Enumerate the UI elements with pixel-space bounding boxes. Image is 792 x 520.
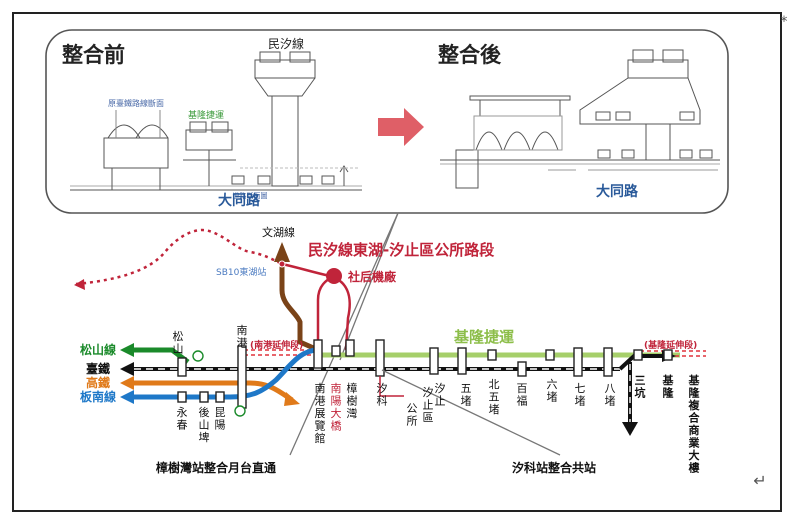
dotted-arrow-head-icon bbox=[74, 279, 85, 290]
station-marker-songshan bbox=[177, 357, 187, 377]
corner-asterisk: * bbox=[781, 14, 788, 30]
station-marker-xizhi bbox=[429, 347, 439, 375]
station-marker-zhangshuwan bbox=[345, 339, 355, 357]
station-marker-yongchun bbox=[177, 391, 187, 403]
station-label-bottom: 六堵 bbox=[547, 378, 558, 404]
station-label-bottom: 樟樹灣 bbox=[347, 381, 358, 420]
station-label-songshan: 松山 bbox=[173, 329, 184, 356]
station-label-bottom: 永春 bbox=[177, 405, 188, 432]
station-marker-wudu bbox=[457, 347, 467, 375]
wenhu-arrow-icon bbox=[274, 242, 290, 262]
after-cross-section bbox=[440, 49, 720, 189]
station-marker-nanyang bbox=[331, 345, 341, 357]
minxi-dotted-alignment bbox=[75, 228, 283, 286]
station-label-bottom: 昆陽 bbox=[215, 406, 226, 432]
wenhu-line bbox=[279, 258, 320, 353]
station-marker-keelung bbox=[663, 349, 673, 361]
station-label-bottom: 七堵 bbox=[575, 382, 586, 408]
return-glyph-icon: ↵ bbox=[753, 471, 766, 490]
station-marker-houshanpi bbox=[199, 391, 209, 403]
road-name-after: 大同路 bbox=[596, 183, 639, 200]
sb10-station-label: SB10東湖站 bbox=[216, 266, 266, 278]
keelung-metro-inset-label: 基隆捷運 bbox=[188, 109, 224, 121]
callout-xike: 汐科站整合共站 bbox=[512, 460, 596, 475]
station-label-nangang: 南港 bbox=[237, 324, 248, 350]
station-label-bottom: 汐止 bbox=[435, 381, 446, 408]
xike-connector bbox=[379, 376, 404, 397]
legend-songshan: 松山線 bbox=[80, 342, 116, 357]
station-label-bottom: 八堵 bbox=[605, 382, 616, 408]
station-marker-kunyang bbox=[215, 391, 225, 403]
sb10-marker bbox=[278, 260, 286, 268]
legend-bannan: 板南線 bbox=[80, 389, 116, 404]
before-title: 整合前 bbox=[62, 43, 125, 67]
station-label-bottom: 汐止區 bbox=[423, 385, 434, 424]
wenhu-line-label: 文湖線 bbox=[262, 225, 295, 239]
legend-hsr: 高鐵 bbox=[86, 375, 110, 390]
station-badge-nangang bbox=[234, 405, 246, 417]
station-label-bottom: 五堵 bbox=[461, 382, 472, 408]
station-label-bottom: 百福 bbox=[517, 382, 528, 408]
depot-label: 社后機廠 bbox=[347, 269, 397, 284]
after-title: 整合後 bbox=[438, 43, 502, 67]
legend-tra: 臺鐵 bbox=[86, 361, 110, 376]
station-label-bottom: 北五堵 bbox=[489, 378, 500, 416]
station-marker-badu bbox=[603, 347, 613, 377]
keelung-extension-label: (基隆延伸段) bbox=[644, 339, 697, 351]
station-label-bottom: 後山埤 bbox=[199, 405, 210, 444]
transition-arrow-icon bbox=[378, 108, 424, 146]
station-marker-beiwudu bbox=[487, 349, 497, 361]
minxi-branch-red bbox=[316, 274, 335, 346]
road-section-label: 道路斷面圖 bbox=[233, 191, 268, 200]
station-label-bottom: 南陽大橋 bbox=[331, 382, 342, 433]
minxi-line-label: 民汐線 bbox=[268, 36, 304, 51]
station-marker-sankeng bbox=[633, 349, 643, 361]
station-label-bottom: 南港展覽館 bbox=[315, 382, 326, 445]
existing-rail-label: 原臺鐵路線斷面 bbox=[108, 98, 164, 108]
tra-arrow-icon bbox=[120, 362, 134, 376]
station-marker-nangang bbox=[237, 345, 247, 409]
keelung-metro-label: 基隆捷運 bbox=[453, 328, 515, 346]
before-cross-section bbox=[70, 51, 362, 191]
station-marker-baifu bbox=[517, 361, 527, 377]
station-marker-expo bbox=[313, 339, 323, 369]
station-marker-liudu bbox=[545, 349, 555, 361]
station-label-bottom: 三坑 bbox=[635, 374, 646, 400]
tra-south-arrow-icon bbox=[622, 422, 638, 436]
station-label-bottom: 基隆 bbox=[662, 373, 675, 400]
nangang-extension-label: (南港延伸段) bbox=[250, 339, 303, 351]
bannan-arrow-icon bbox=[120, 390, 134, 404]
depot-marker bbox=[326, 268, 342, 284]
station-marker-qidu bbox=[573, 347, 583, 377]
inset-panel: 整合前 整合後 bbox=[45, 29, 729, 214]
station-markers bbox=[177, 339, 673, 409]
station-label-bottom: 基隆複合商業大樓 bbox=[688, 373, 701, 475]
route-map: 民汐線東湖-汐止區公所路段 文湖線 SB10東湖站 社后機廠 基隆捷運 (南港延… bbox=[74, 225, 706, 475]
station-badge-songshan bbox=[192, 350, 204, 362]
road-name-before: 大同路 bbox=[218, 192, 261, 209]
slide-frame bbox=[12, 12, 782, 512]
callout-zhangshuwan: 樟樹灣站整合月台直通 bbox=[156, 460, 276, 475]
callout-pointers bbox=[289, 212, 399, 456]
map-headline: 民汐線東湖-汐止區公所路段 bbox=[308, 241, 494, 259]
xike-callout-pointer bbox=[381, 369, 561, 456]
songshan-arrow-icon bbox=[120, 343, 134, 357]
station-label-bottom: 公所 bbox=[407, 402, 418, 428]
station-label-bottom: 汐科 bbox=[377, 381, 388, 408]
hsr-arrow-icon bbox=[284, 392, 300, 406]
bannan-line bbox=[130, 347, 319, 400]
